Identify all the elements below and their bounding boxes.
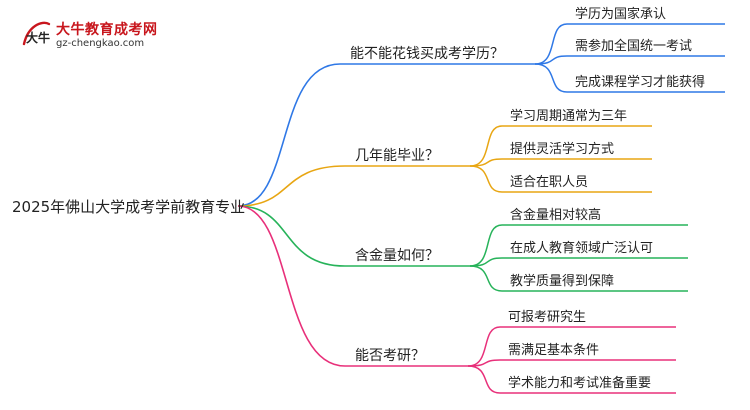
child-node-4-2: 需满足基本条件 xyxy=(508,342,599,358)
nodes-layer: 2025年佛山大学成考学前教育专业 能不能花钱买成考学历？ 学历为国家承认需参加全… xyxy=(12,6,705,391)
child-node-2-2: 提供灵活学习方式 xyxy=(510,141,614,157)
edge-branch-1-to-child-3 xyxy=(534,63,568,93)
edge-branch-3-to-child-3 xyxy=(469,265,503,292)
root-node: 2025年佛山大学成考学前教育专业 xyxy=(12,198,245,216)
child-node-2-3: 适合在职人员 xyxy=(510,175,588,190)
child-node-3-1: 含金量相对较高 xyxy=(510,207,601,223)
edge-branch-4-to-child-1 xyxy=(467,326,501,367)
child-node-3-2: 在成人教育领域广泛认可 xyxy=(510,240,653,256)
child-node-3-3: 教学质量得到保障 xyxy=(510,273,614,289)
branch-node-2: 几年能毕业？ xyxy=(355,148,439,164)
child-node-4-3: 学术能力和考试准备重要 xyxy=(508,375,651,391)
edge-branch-2-to-child-3 xyxy=(469,165,503,193)
child-node-2-1: 学习周期通常为三年 xyxy=(510,108,627,124)
edge-root-to-branch-2 xyxy=(237,165,346,207)
branch-node-4: 能否考研？ xyxy=(355,348,425,364)
child-node-1-1: 学历为国家承认 xyxy=(575,6,666,22)
child-node-1-3: 完成课程学习才能获得 xyxy=(575,74,705,90)
logo-title: 大牛教育成考网 xyxy=(56,22,158,38)
logo-mark-text: 大牛 xyxy=(26,30,50,45)
edge-root-to-branch-3 xyxy=(237,205,346,267)
edge-root-to-branch-1 xyxy=(237,63,341,207)
edge-branch-3-to-child-1 xyxy=(469,224,503,267)
edge-branch-1-to-child-1 xyxy=(534,23,568,65)
edges-layer xyxy=(237,23,725,394)
logo-mark-icon: 大牛 xyxy=(22,21,51,46)
child-node-4-1: 可报考研究生 xyxy=(508,310,586,325)
edge-root-to-branch-4 xyxy=(237,205,346,367)
child-node-1-2: 需参加全国统一考试 xyxy=(575,38,692,54)
site-logo: 大牛 大牛教育成考网 gz-chengkao.com xyxy=(6,14,166,56)
logo-url: gz-chengkao.com xyxy=(56,38,145,49)
edge-branch-2-to-child-1 xyxy=(469,125,503,167)
edge-branch-4-to-child-3 xyxy=(467,365,501,394)
branch-node-1: 能不能花钱买成考学历？ xyxy=(350,46,504,62)
branch-node-3: 含金量如何？ xyxy=(355,248,439,264)
